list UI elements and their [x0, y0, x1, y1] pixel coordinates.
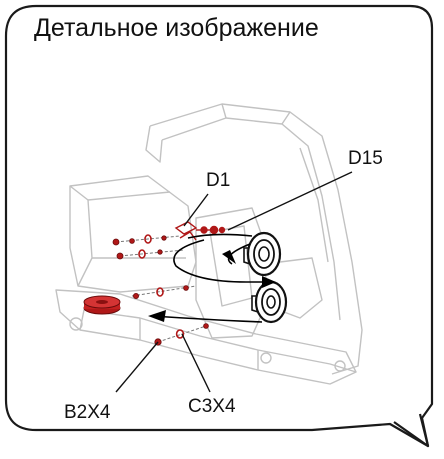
- lower-roller-icon: [251, 280, 288, 324]
- label-c3x4: C3X4: [188, 396, 236, 417]
- tension-clip: [174, 221, 226, 241]
- upper-roller-icon: [243, 231, 282, 277]
- callout-tail: [393, 413, 430, 448]
- arrowheads: [148, 250, 276, 322]
- label-b2x4: B2X4: [64, 402, 111, 423]
- label-d15: D15: [348, 148, 383, 169]
- callout-title: Детальное изображение: [34, 14, 319, 42]
- leader-lines: [115, 171, 353, 393]
- hand-wheel-icon: [83, 295, 121, 315]
- machine-body: [55, 103, 363, 385]
- label-d1: D1: [206, 170, 231, 191]
